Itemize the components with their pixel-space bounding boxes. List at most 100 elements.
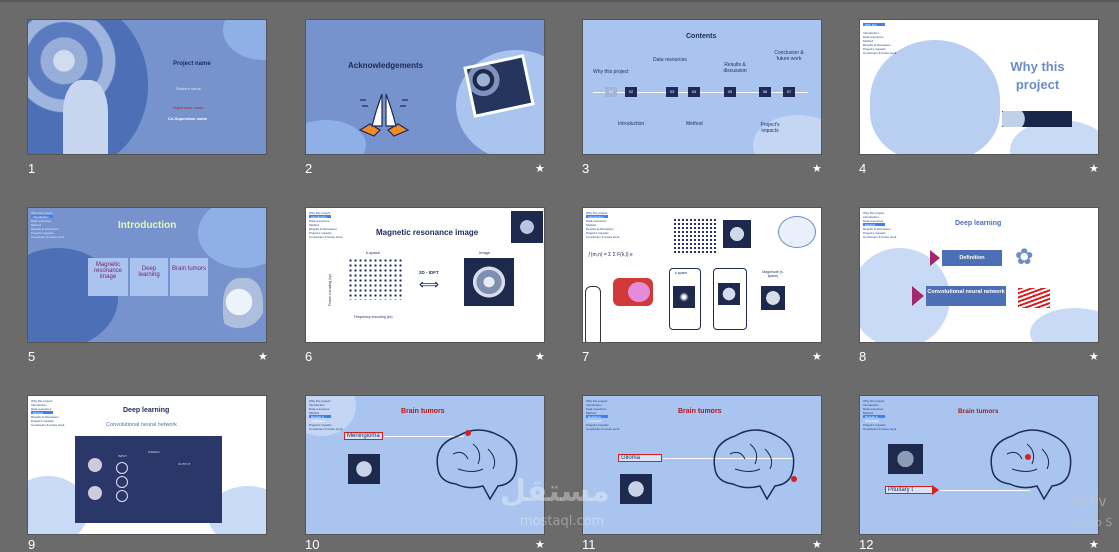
double-arrow-icon: ⟺ xyxy=(419,276,440,292)
toc-item: Project's impacts xyxy=(760,122,780,134)
chevron-icon xyxy=(912,286,924,306)
transform-label: 2D - IDFT xyxy=(419,270,439,275)
title: Project name xyxy=(173,61,211,67)
toc-item: Why this project xyxy=(593,69,629,75)
image-label: Image xyxy=(479,250,491,255)
slide-number: 1 xyxy=(28,161,36,176)
transition-star-icon: ★ xyxy=(812,539,822,551)
slide-thumbnail-3[interactable]: Contents 01 02 03 04 05 06 07 Why this p… xyxy=(582,19,822,155)
activate-windows-subtext: Go to S xyxy=(1072,516,1113,529)
co-supervisor-name: Co-Supervisor name xyxy=(168,116,208,121)
title: Deep learning xyxy=(955,220,1002,227)
slide-number: 5 xyxy=(28,349,36,364)
step-02: 02 xyxy=(625,87,637,97)
y-axis-label: Phase encoding (ky) xyxy=(327,274,332,306)
slide-number: 3 xyxy=(582,161,590,176)
tumor-label: Pituitary t xyxy=(885,486,933,494)
slide-number: 9 xyxy=(28,537,36,552)
tumor-marker xyxy=(1025,454,1031,460)
mri-slice-image xyxy=(888,444,923,474)
tumor-marker xyxy=(465,430,471,436)
transition-star-icon: ★ xyxy=(535,539,545,551)
intro-box-3: Brain tumors xyxy=(170,258,208,296)
supervisor-name: Supervisor name xyxy=(173,105,204,110)
chevron-icon xyxy=(930,250,940,266)
chevron-icon xyxy=(932,485,939,495)
neuron-node xyxy=(88,458,102,472)
neuron-node xyxy=(88,486,102,500)
top-border xyxy=(0,0,1119,2)
praying-hands-icon xyxy=(358,93,410,137)
layers-icon xyxy=(1018,288,1050,308)
skull-xray-image xyxy=(223,278,263,338)
magnitude-image xyxy=(761,286,785,310)
decorative-blob xyxy=(753,115,821,154)
network-cluster-icon: ✿ xyxy=(1015,244,1034,269)
kspace-label: k-space xyxy=(675,271,688,275)
mri-slice-image xyxy=(620,474,652,504)
layer-label: HIDDEN xyxy=(148,450,160,454)
transition-star-icon: ★ xyxy=(1089,163,1099,175)
slide-number: 12 xyxy=(859,537,874,552)
mri-head-image xyxy=(723,220,751,248)
brain-outline-icon xyxy=(990,429,1072,501)
step-01: 01 xyxy=(605,87,617,97)
slide-number: 10 xyxy=(305,537,320,552)
slide-number: 8 xyxy=(859,349,867,364)
transition-star-icon: ★ xyxy=(535,163,545,175)
slide-number: 6 xyxy=(305,349,313,364)
tumor-marker xyxy=(791,476,797,482)
connector-line xyxy=(940,490,1030,491)
slide-thumbnail-2[interactable]: Acknowledgements xyxy=(305,19,545,155)
tumor-label: Glioma xyxy=(618,454,662,462)
slide-number: 4 xyxy=(859,161,867,176)
step-04: 04 xyxy=(688,87,700,97)
activate-windows-text: Activ xyxy=(1072,494,1107,510)
xspace-box xyxy=(713,268,747,330)
toc-item: Data resources xyxy=(653,57,687,63)
mri-thumb xyxy=(511,211,543,243)
toc-item: Introduction xyxy=(618,121,645,127)
watermark-url: mostaql.com xyxy=(520,514,605,529)
toc-item: Method xyxy=(686,121,703,127)
title: Brain tumors xyxy=(401,408,445,415)
brain-scans-image xyxy=(1002,111,1072,127)
transition-star-icon: ★ xyxy=(812,351,822,363)
brain-silhouette xyxy=(870,40,1000,154)
intro-box-1: Magnetic resonance image xyxy=(88,258,128,296)
title: Magnetic resonance image xyxy=(376,228,479,237)
brain-outline-icon xyxy=(713,429,795,501)
title: Why this project xyxy=(1010,59,1065,92)
transition-star-icon: ★ xyxy=(1089,539,1099,551)
equation: ƒ(m,n) = Σ Σ F(k,l) e xyxy=(588,252,633,258)
title: Brain tumors xyxy=(958,408,999,415)
step-07: 07 xyxy=(783,87,795,97)
definition-box: Definition xyxy=(942,250,1002,266)
slide-thumbnail-1[interactable]: Project name Student name Supervisor nam… xyxy=(27,19,267,155)
neuron-node xyxy=(116,476,128,488)
mri-brain-image xyxy=(464,258,514,306)
timeline-line xyxy=(593,92,808,93)
slide-number: 7 xyxy=(582,349,590,364)
connector-line xyxy=(384,436,464,437)
scanner-core xyxy=(628,282,650,302)
toc-item: Results & discussion xyxy=(723,62,747,74)
watermark-logo: مستقل xyxy=(500,474,610,509)
kspace-grid xyxy=(348,258,403,300)
